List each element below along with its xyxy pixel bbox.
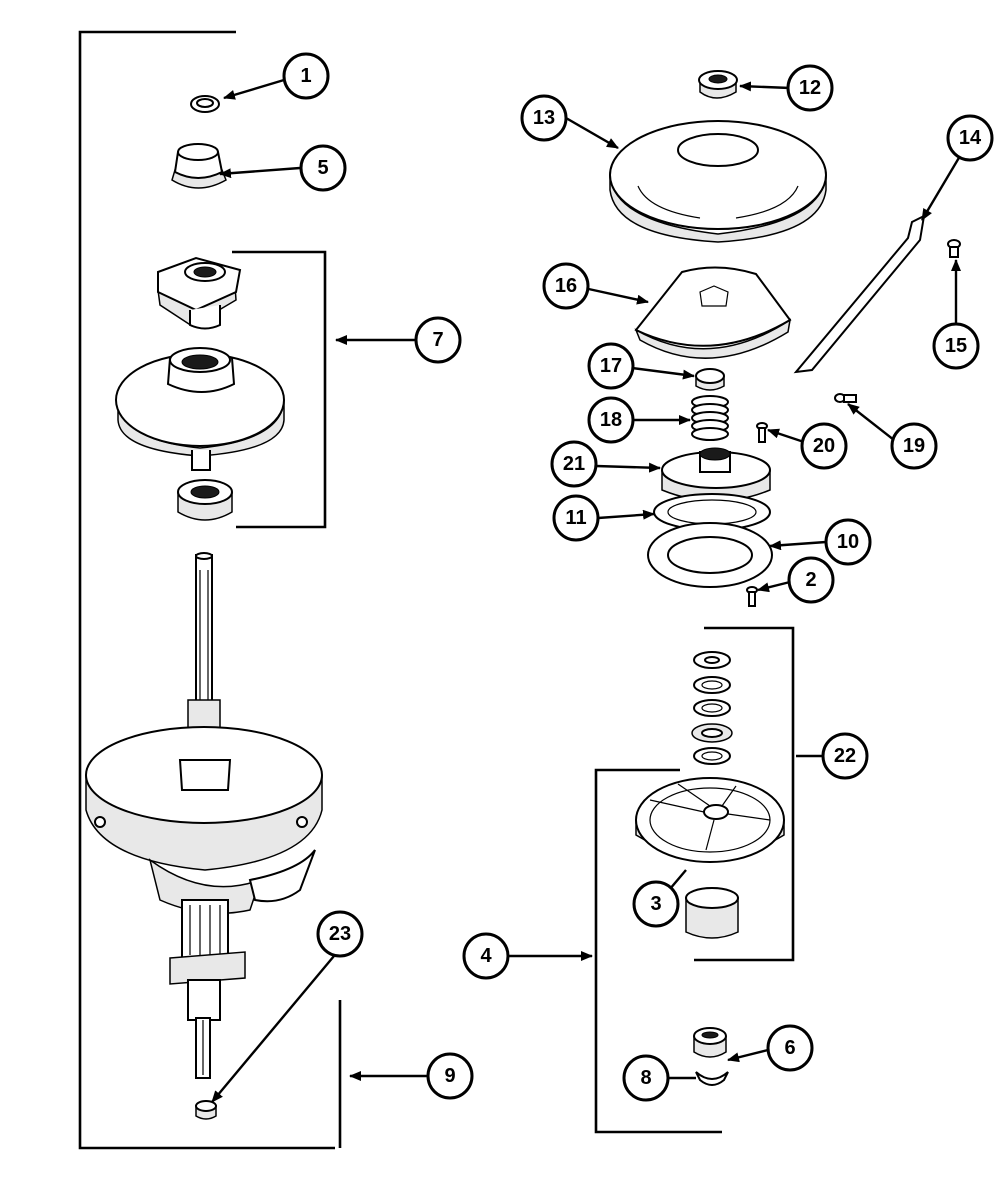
- svg-text:12: 12: [799, 77, 821, 99]
- callout-5: 5: [299, 144, 347, 192]
- callout-1: 1: [282, 52, 330, 100]
- part-19-pin: [834, 393, 857, 403]
- callout-9: 9: [426, 1052, 474, 1100]
- callout-4: 4: [462, 932, 510, 980]
- part-7-bearing: [177, 479, 233, 521]
- svg-text:7: 7: [432, 329, 443, 351]
- callout-7: 7: [414, 316, 462, 364]
- svg-text:5: 5: [317, 157, 328, 179]
- svg-text:21: 21: [563, 453, 585, 475]
- callout-3: 3: [632, 880, 680, 928]
- callout-13: 13: [520, 94, 568, 142]
- part-shaft: [187, 552, 221, 756]
- bracket-7: [232, 250, 327, 529]
- callout-18: 18: [587, 396, 635, 444]
- callout-19: 19: [890, 422, 938, 470]
- part-7-flange: [115, 347, 285, 471]
- svg-text:2: 2: [805, 569, 816, 591]
- callout-12: 12: [786, 64, 834, 112]
- svg-text:10: 10: [837, 531, 859, 553]
- svg-text:23: 23: [329, 923, 351, 945]
- part-10-plate: [647, 522, 773, 588]
- svg-text:20: 20: [813, 435, 835, 457]
- svg-text:22: 22: [834, 745, 856, 767]
- svg-text:8: 8: [640, 1067, 651, 1089]
- svg-text:6: 6: [784, 1037, 795, 1059]
- part-14-lever: [793, 214, 926, 374]
- part-18-spring: [691, 395, 729, 441]
- part-20-screw: [756, 422, 768, 443]
- part-16-cam: [634, 266, 792, 359]
- callout-11: 11: [552, 494, 600, 542]
- svg-text:17: 17: [600, 355, 622, 377]
- svg-text:9: 9: [444, 1065, 455, 1087]
- callout-16: 16: [542, 262, 590, 310]
- callout-22: 22: [821, 732, 869, 780]
- svg-text:16: 16: [555, 275, 577, 297]
- bracket-22: [694, 626, 795, 962]
- callout-23: 23: [316, 910, 364, 958]
- callout-15: 15: [932, 322, 980, 370]
- callout-14: 14: [946, 114, 994, 162]
- part-17-bushing: [695, 368, 725, 391]
- part-lower-spline: [169, 899, 246, 1079]
- part-23-nut: [195, 1100, 217, 1120]
- part-4-gear: [635, 777, 785, 863]
- callout-10: 10: [824, 518, 872, 566]
- part-8-clip: [695, 1071, 729, 1086]
- svg-text:19: 19: [903, 435, 925, 457]
- part-15-screw: [947, 239, 961, 258]
- svg-text:4: 4: [480, 945, 492, 967]
- part-3-sleeve: [685, 887, 739, 939]
- callout-2: 2: [787, 556, 835, 604]
- svg-text:13: 13: [533, 107, 555, 129]
- svg-text:15: 15: [945, 335, 967, 357]
- part-7-hub: [157, 256, 242, 330]
- bracket-main-assembly: [78, 30, 335, 1150]
- callout-6: 6: [766, 1024, 814, 1072]
- part-1-ring: [190, 95, 220, 113]
- part-2-screw: [746, 586, 758, 607]
- part-22-washers: [691, 651, 733, 765]
- callout-21: 21: [550, 440, 598, 488]
- part-13-cover: [609, 120, 827, 243]
- part-5-cap: [171, 143, 227, 189]
- svg-text:14: 14: [959, 127, 982, 149]
- part-transmission-housing: [85, 726, 323, 915]
- svg-text:18: 18: [600, 409, 622, 431]
- part-12-cap: [698, 70, 738, 99]
- leader-lines: [211, 78, 962, 1103]
- part-6-nut: [693, 1027, 727, 1058]
- callout-17: 17: [587, 342, 635, 390]
- callout-20: 20: [800, 422, 848, 470]
- svg-text:1: 1: [300, 65, 311, 87]
- svg-text:11: 11: [565, 507, 586, 529]
- callout-8: 8: [622, 1054, 670, 1102]
- bracket-4: [594, 768, 722, 1134]
- svg-text:3: 3: [650, 893, 661, 915]
